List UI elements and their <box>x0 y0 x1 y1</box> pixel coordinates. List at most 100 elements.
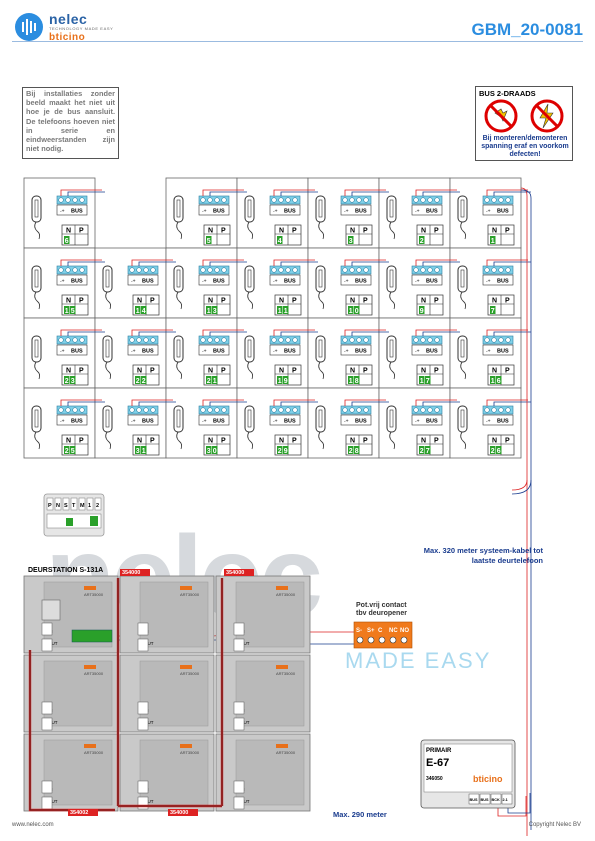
bus-label: BUS <box>426 349 438 355</box>
terminal-screw <box>221 407 227 413</box>
handset-cord <box>247 221 254 240</box>
address-digit-bg <box>212 376 218 384</box>
terminal-block <box>56 335 88 345</box>
handset-slot <box>389 339 394 358</box>
terminal-screw <box>349 337 355 343</box>
address-digit: 3 <box>71 378 75 385</box>
handset-cord <box>318 431 325 450</box>
polarity-mark: -+ <box>131 419 136 425</box>
terminal-screw <box>498 267 504 273</box>
bus-wire-blue <box>422 331 460 336</box>
terminal-screw <box>278 407 284 413</box>
terminal-screw <box>129 267 135 273</box>
address-digit: 1 <box>213 378 217 385</box>
handset-cord <box>318 291 325 310</box>
terminal-screw <box>427 267 433 273</box>
module-connector <box>137 717 149 731</box>
bus-wire-blue <box>67 401 105 406</box>
terminal-screw <box>65 407 71 413</box>
bus-wire-red <box>60 329 102 336</box>
footer-url: www.nelec.com <box>12 822 54 828</box>
address-n-label: N <box>66 228 71 235</box>
riser-blue <box>520 189 532 830</box>
bus-wire-blue <box>351 261 389 266</box>
terminal-screw <box>136 407 142 413</box>
terminal-screw <box>214 197 220 203</box>
terminal-screw <box>413 407 419 413</box>
bus-wire-red <box>415 259 457 266</box>
terminal-screw <box>285 267 291 273</box>
door-station-label: DEURSTATION S-131A <box>28 567 104 574</box>
bus-wire-blue <box>67 191 105 196</box>
address-digit-bg <box>354 446 360 454</box>
terminal-screw <box>221 267 227 273</box>
address-p-label: P <box>79 368 84 375</box>
handset-slot <box>389 199 394 218</box>
terminal-block <box>198 335 230 345</box>
address-p-label: P <box>292 438 297 445</box>
terminal-screw <box>207 407 213 413</box>
handset-slot <box>105 339 110 358</box>
address-digit: 7 <box>491 308 495 315</box>
bus-label: BUS <box>355 349 367 355</box>
handset-cord <box>318 361 325 380</box>
module-connector <box>233 780 245 794</box>
bus-wire-blue <box>493 191 531 196</box>
module-code: ART35000 <box>84 750 104 755</box>
handset-cord <box>460 221 467 240</box>
bus-wire-red <box>415 329 457 336</box>
bus-label-box <box>411 344 443 356</box>
bus-wire-red <box>60 399 102 406</box>
bus-wire-blue <box>493 401 531 406</box>
terminal-screw <box>505 407 511 413</box>
address-p-label: P <box>79 298 84 305</box>
brand-sub: bticino <box>49 32 86 43</box>
terminal-block <box>482 265 514 275</box>
address-digit-bg <box>419 446 425 454</box>
bus-label-box <box>269 344 301 356</box>
address-digit-bg <box>425 376 431 384</box>
address-digit: 2 <box>420 238 424 245</box>
terminal-screw <box>413 197 419 203</box>
handset-slot <box>460 269 465 288</box>
address-n-label: N <box>492 298 497 305</box>
address-digit: 1 <box>491 238 495 245</box>
riser-red <box>511 479 528 491</box>
address-digit-bg <box>141 446 147 454</box>
handset-cord <box>105 431 112 450</box>
relay-terminal-label: S+ <box>367 628 375 634</box>
address-digit-bg <box>425 446 431 454</box>
address-digit-bg <box>206 446 212 454</box>
address-digit-bg <box>70 376 76 384</box>
relay-terminal-label: NC <box>389 628 398 634</box>
psu-terminal <box>468 793 480 805</box>
bus-wire-red <box>486 259 528 266</box>
cable-tag <box>168 809 198 816</box>
address-n-label: N <box>66 368 71 375</box>
module-connector <box>41 796 53 810</box>
footer-copyright: Copyright Nelec BV <box>528 822 581 828</box>
bus-label-box <box>482 274 514 286</box>
terminal-screw <box>349 197 355 203</box>
module-port-out: OUT <box>240 799 250 804</box>
terminal-screw <box>207 337 213 343</box>
address-digit: 3 <box>213 308 217 315</box>
address-digit-bg <box>354 306 360 314</box>
module-face <box>235 581 305 648</box>
polarity-mark: -+ <box>344 279 349 285</box>
address-digit: 2 <box>65 378 69 385</box>
bus-label: BUS <box>497 209 509 215</box>
handset-slot <box>389 409 394 428</box>
terminal-screw <box>200 337 206 343</box>
address-digit: 6 <box>65 238 69 245</box>
relay-block <box>353 621 413 649</box>
callout-board <box>46 513 102 529</box>
terminal-block <box>340 335 372 345</box>
